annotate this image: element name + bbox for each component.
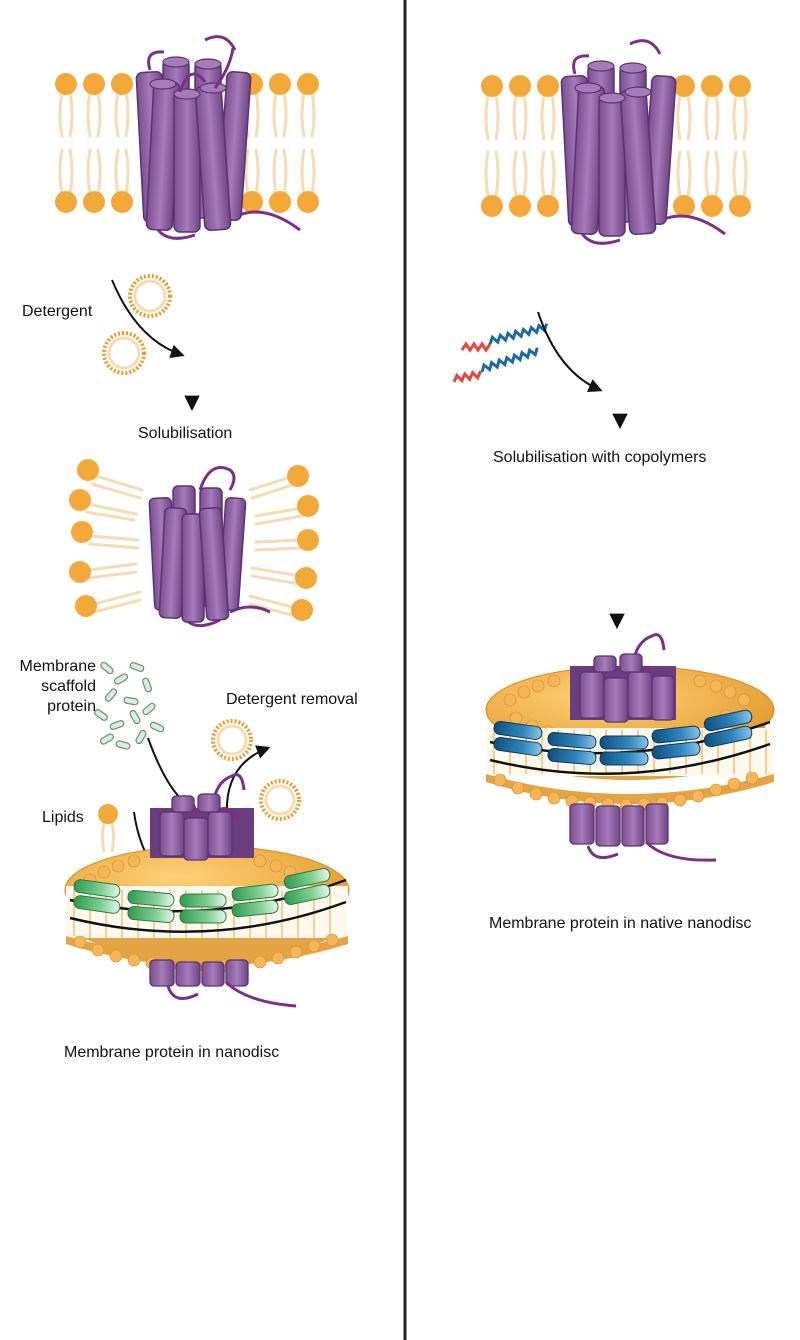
lipid-bilayer-icon: [481, 75, 751, 217]
membrane-protein-icon: [148, 466, 271, 628]
detergent-micelle-icon: [211, 719, 301, 821]
detergent-micelle-icon: [102, 274, 172, 375]
lipid-icon: [98, 804, 118, 853]
lipids-label: Lipids: [42, 809, 84, 826]
copolymer-icon: [452, 322, 549, 384]
membrane-scaffold-protein-icon: [94, 661, 165, 750]
membrane-scaffold-protein-label: Membrane scaffold protein: [19, 658, 96, 715]
nanodisc-icon: [485, 633, 775, 862]
detergent-label: Detergent: [22, 303, 93, 320]
result-left-label: Membrane protein in nanodisc: [64, 1044, 280, 1061]
detergent-removal-label: Detergent removal: [226, 691, 358, 708]
result-right-label: Membrane protein in native nanodisc: [489, 915, 752, 932]
solubilisation-copolymers-label: Solubilisation with copolymers: [493, 449, 707, 466]
solubilised-lipids: [69, 459, 319, 621]
membrane-protein-icon: [135, 35, 301, 240]
nanodisc-icon: [64, 773, 350, 1008]
solubilisation-label: Solubilisation: [138, 425, 233, 442]
membrane-protein-icon: [560, 39, 726, 245]
